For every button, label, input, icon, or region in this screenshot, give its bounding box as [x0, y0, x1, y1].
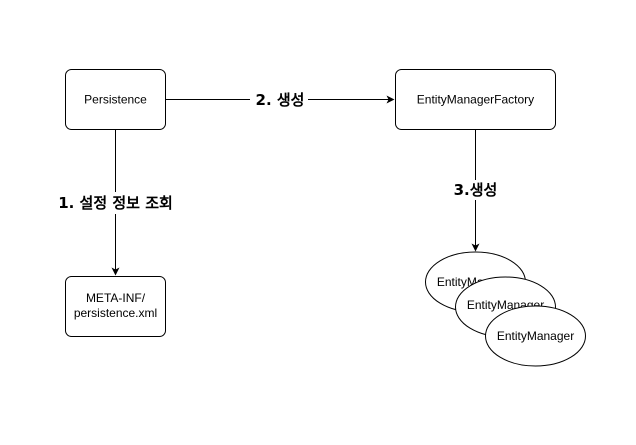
meta-inf-node: META-INF/ persistence.xml	[65, 276, 166, 337]
entity-manager-factory-label: EntityManagerFactory	[417, 93, 534, 107]
entity-manager-label-3: EntityManager	[497, 329, 574, 343]
entity-manager-factory-node: EntityManagerFactory	[395, 69, 556, 130]
edge-read-config: 1. 설정 정보 조회	[48, 129, 182, 276]
edge-create-factory: 2. 생성	[165, 90, 395, 110]
persistence-label: Persistence	[84, 93, 147, 107]
edge-create-factory-label: 2. 생성	[256, 91, 305, 109]
edge-read-config-label: 1. 설정 정보 조회	[58, 194, 173, 212]
edge-create-manager-label: 3.생성	[454, 181, 498, 199]
edge-create-manager: 3.생성	[448, 129, 502, 252]
meta-inf-label-line2: persistence.xml	[74, 306, 157, 320]
persistence-node: Persistence	[65, 69, 166, 130]
entity-manager-node-3: EntityManager	[485, 305, 586, 367]
meta-inf-label-line1: META-INF/	[86, 291, 146, 305]
